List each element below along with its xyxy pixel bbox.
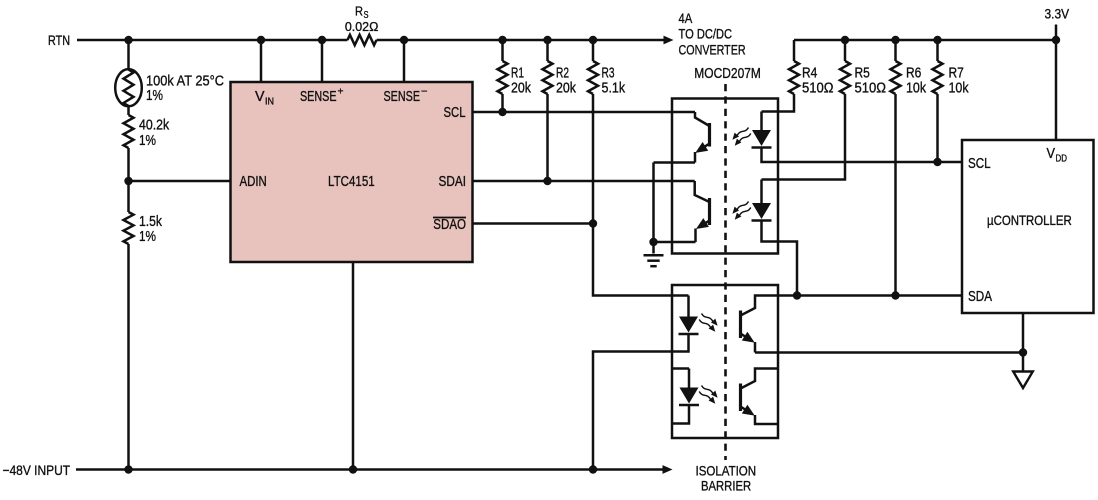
svg-text:10k: 10k (949, 80, 970, 97)
svg-text:SENSE: SENSE (384, 88, 421, 105)
svg-text:5.1k: 5.1k (602, 80, 626, 97)
svg-text:LTC4151: LTC4151 (328, 173, 375, 190)
svg-text:µCONTROLLER: µCONTROLLER (987, 212, 1072, 228)
svg-text:SENSE: SENSE (300, 88, 337, 105)
svg-text:R7: R7 (949, 65, 964, 82)
svg-text:CONVERTER: CONVERTER (679, 43, 746, 58)
svg-text:MOCD207M: MOCD207M (694, 65, 761, 82)
svg-text:R2: R2 (556, 65, 569, 82)
svg-text:V: V (255, 88, 265, 105)
svg-text:ADIN: ADIN (240, 173, 267, 190)
svg-text:100k AT 25°C: 100k AT 25°C (146, 73, 224, 90)
svg-text:TO DC/DC: TO DC/DC (679, 27, 733, 42)
svg-text:DD: DD (1056, 153, 1068, 165)
svg-text:V: V (1047, 145, 1056, 162)
svg-text:20k: 20k (556, 80, 576, 97)
svg-text:R4: R4 (802, 65, 817, 82)
svg-text:4A: 4A (679, 11, 693, 26)
svg-text:R: R (355, 4, 363, 19)
svg-text:40.2k: 40.2k (139, 117, 170, 134)
svg-text:SCL: SCL (444, 104, 466, 121)
svg-text:R5: R5 (855, 65, 870, 82)
svg-text:SCL: SCL (968, 155, 991, 172)
svg-text:R6: R6 (906, 65, 921, 82)
svg-text:1%: 1% (139, 132, 156, 149)
svg-text:1%: 1% (146, 87, 163, 104)
svg-text:SDA: SDA (968, 288, 992, 305)
svg-text:BARRIER: BARRIER (701, 478, 751, 494)
svg-text:+: + (338, 86, 344, 98)
svg-text:510Ω: 510Ω (855, 80, 887, 97)
svg-text:3.3V: 3.3V (1045, 6, 1070, 22)
svg-text:20k: 20k (511, 80, 531, 97)
svg-text:SDAI: SDAI (439, 173, 467, 190)
svg-text:1%: 1% (139, 228, 156, 245)
svg-text:0.02Ω: 0.02Ω (345, 19, 379, 34)
svg-text:R1: R1 (511, 65, 524, 82)
svg-text:IN: IN (265, 96, 274, 108)
svg-text:RTN: RTN (48, 32, 70, 48)
svg-text:10k: 10k (906, 80, 927, 97)
svg-text:−: − (421, 86, 428, 98)
svg-text:ISOLATION: ISOLATION (696, 463, 757, 479)
svg-text:510Ω: 510Ω (802, 80, 834, 97)
svg-text:R3: R3 (602, 65, 615, 82)
svg-text:−48V INPUT: −48V INPUT (3, 462, 71, 478)
svg-text:SDAO: SDAO (433, 216, 466, 233)
svg-text:S: S (364, 10, 369, 21)
svg-text:1.5k: 1.5k (139, 213, 162, 230)
